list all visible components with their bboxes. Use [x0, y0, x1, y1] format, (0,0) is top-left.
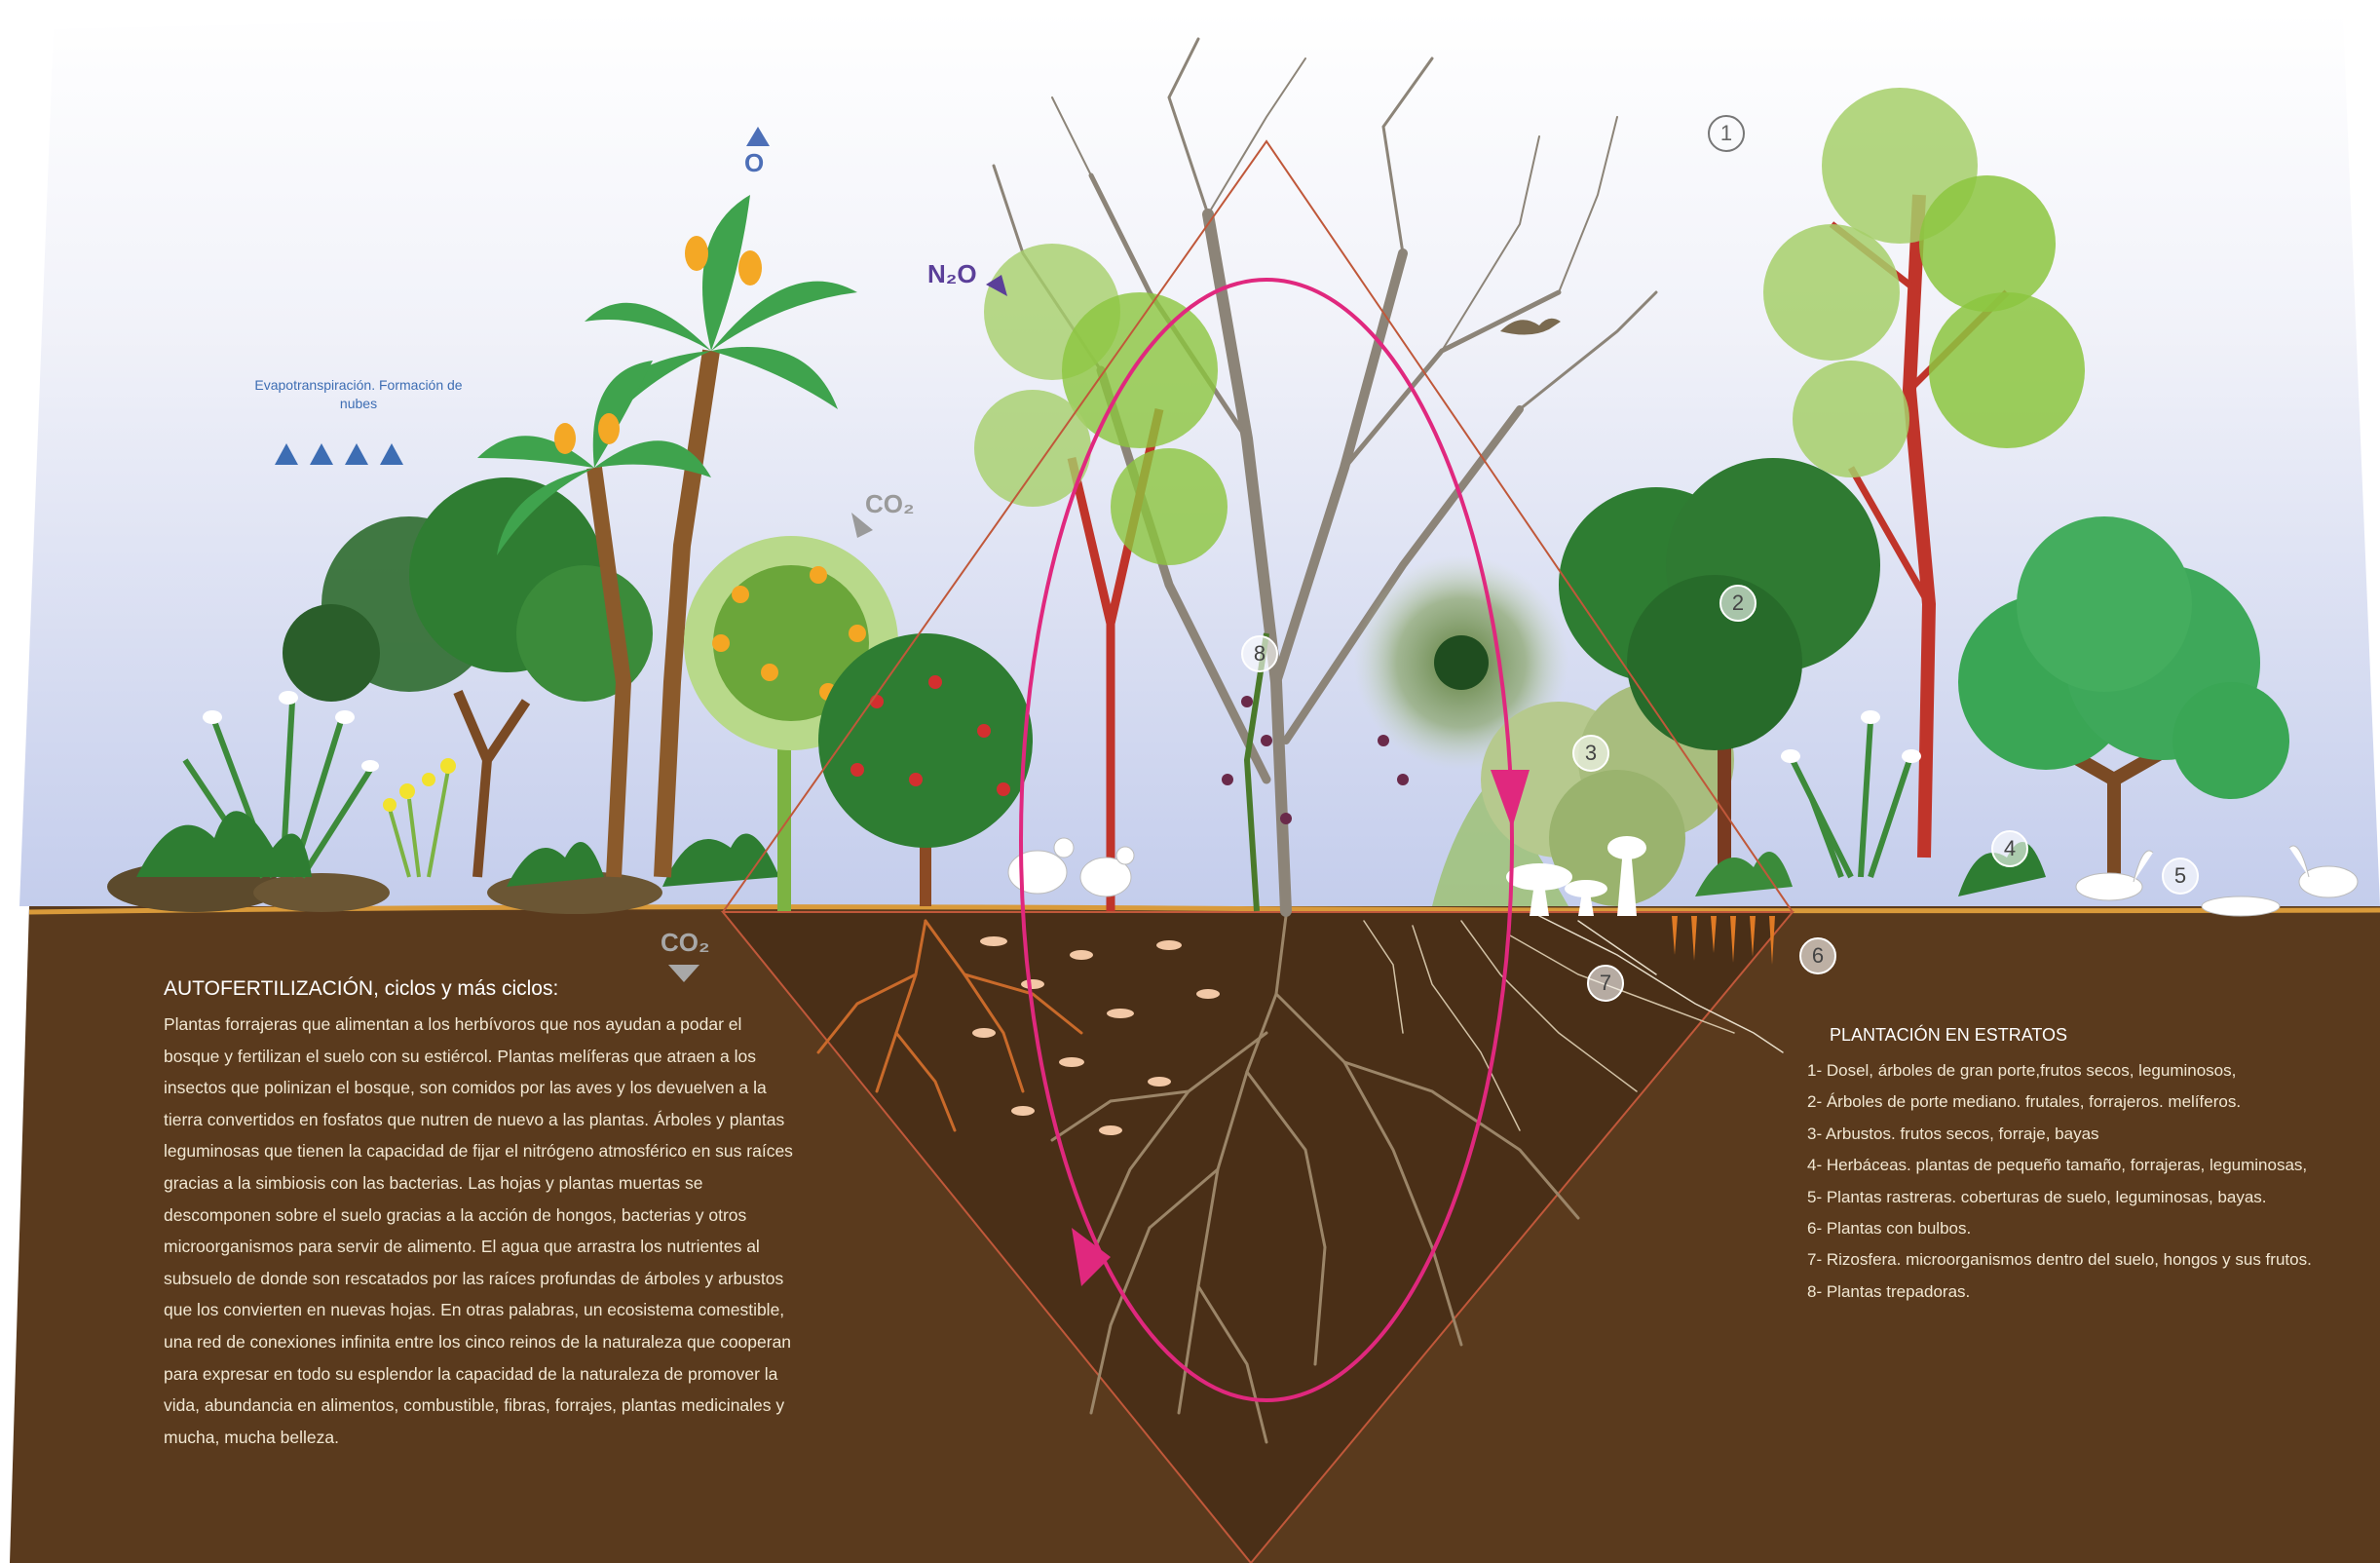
strata-item: 2- Árboles de porte mediano. frutales, f… [1807, 1086, 2353, 1118]
stratum-badge-3: 3 [1572, 735, 1609, 772]
strata-item: 3- Arbustos. frutos secos, forraje, baya… [1807, 1119, 2353, 1150]
strata-item: 7- Rizosfera. microorganismos dentro del… [1807, 1244, 2353, 1276]
stratum-badge-4: 4 [1991, 830, 2028, 867]
strata-item: 8- Plantas trepadoras. [1807, 1277, 2353, 1308]
strata-item: 1- Dosel, árboles de gran porte,frutos s… [1807, 1055, 2353, 1086]
strata-item: 6- Plantas con bulbos. [1807, 1213, 2353, 1244]
stratum-badge-7: 7 [1587, 965, 1624, 1002]
co2-air-label: CO₂ [865, 489, 915, 519]
strata-item: 4- Herbáceas. plantas de pequeño tamaño,… [1807, 1150, 2353, 1181]
stratum-badge-8: 8 [1241, 635, 1278, 672]
o2-label: O [744, 148, 764, 178]
strata-item: 5- Plantas rastreras. coberturas de suel… [1807, 1182, 2353, 1213]
strata-list: 1- Dosel, árboles de gran porte,frutos s… [1807, 1055, 2353, 1308]
strata-title: PLANTACIÓN EN ESTRATOS [1830, 1025, 2067, 1046]
n2o-label: N₂O [927, 259, 977, 289]
autofertilization-body: Plantas forrajeras que alimentan a los h… [164, 1009, 802, 1453]
stratum-badge-1: 1 [1708, 115, 1745, 152]
evapotranspiration-label: Evapotranspiración. Formación de nubes [251, 376, 466, 413]
autofertilization-title: AUTOFERTILIZACIÓN, ciclos y más ciclos: [164, 977, 558, 1001]
stratum-badge-5: 5 [2162, 858, 2199, 895]
co2-soil-label: CO₂ [661, 928, 710, 958]
stratum-badge-2: 2 [1719, 585, 1757, 622]
stratum-badge-6: 6 [1799, 937, 1836, 974]
